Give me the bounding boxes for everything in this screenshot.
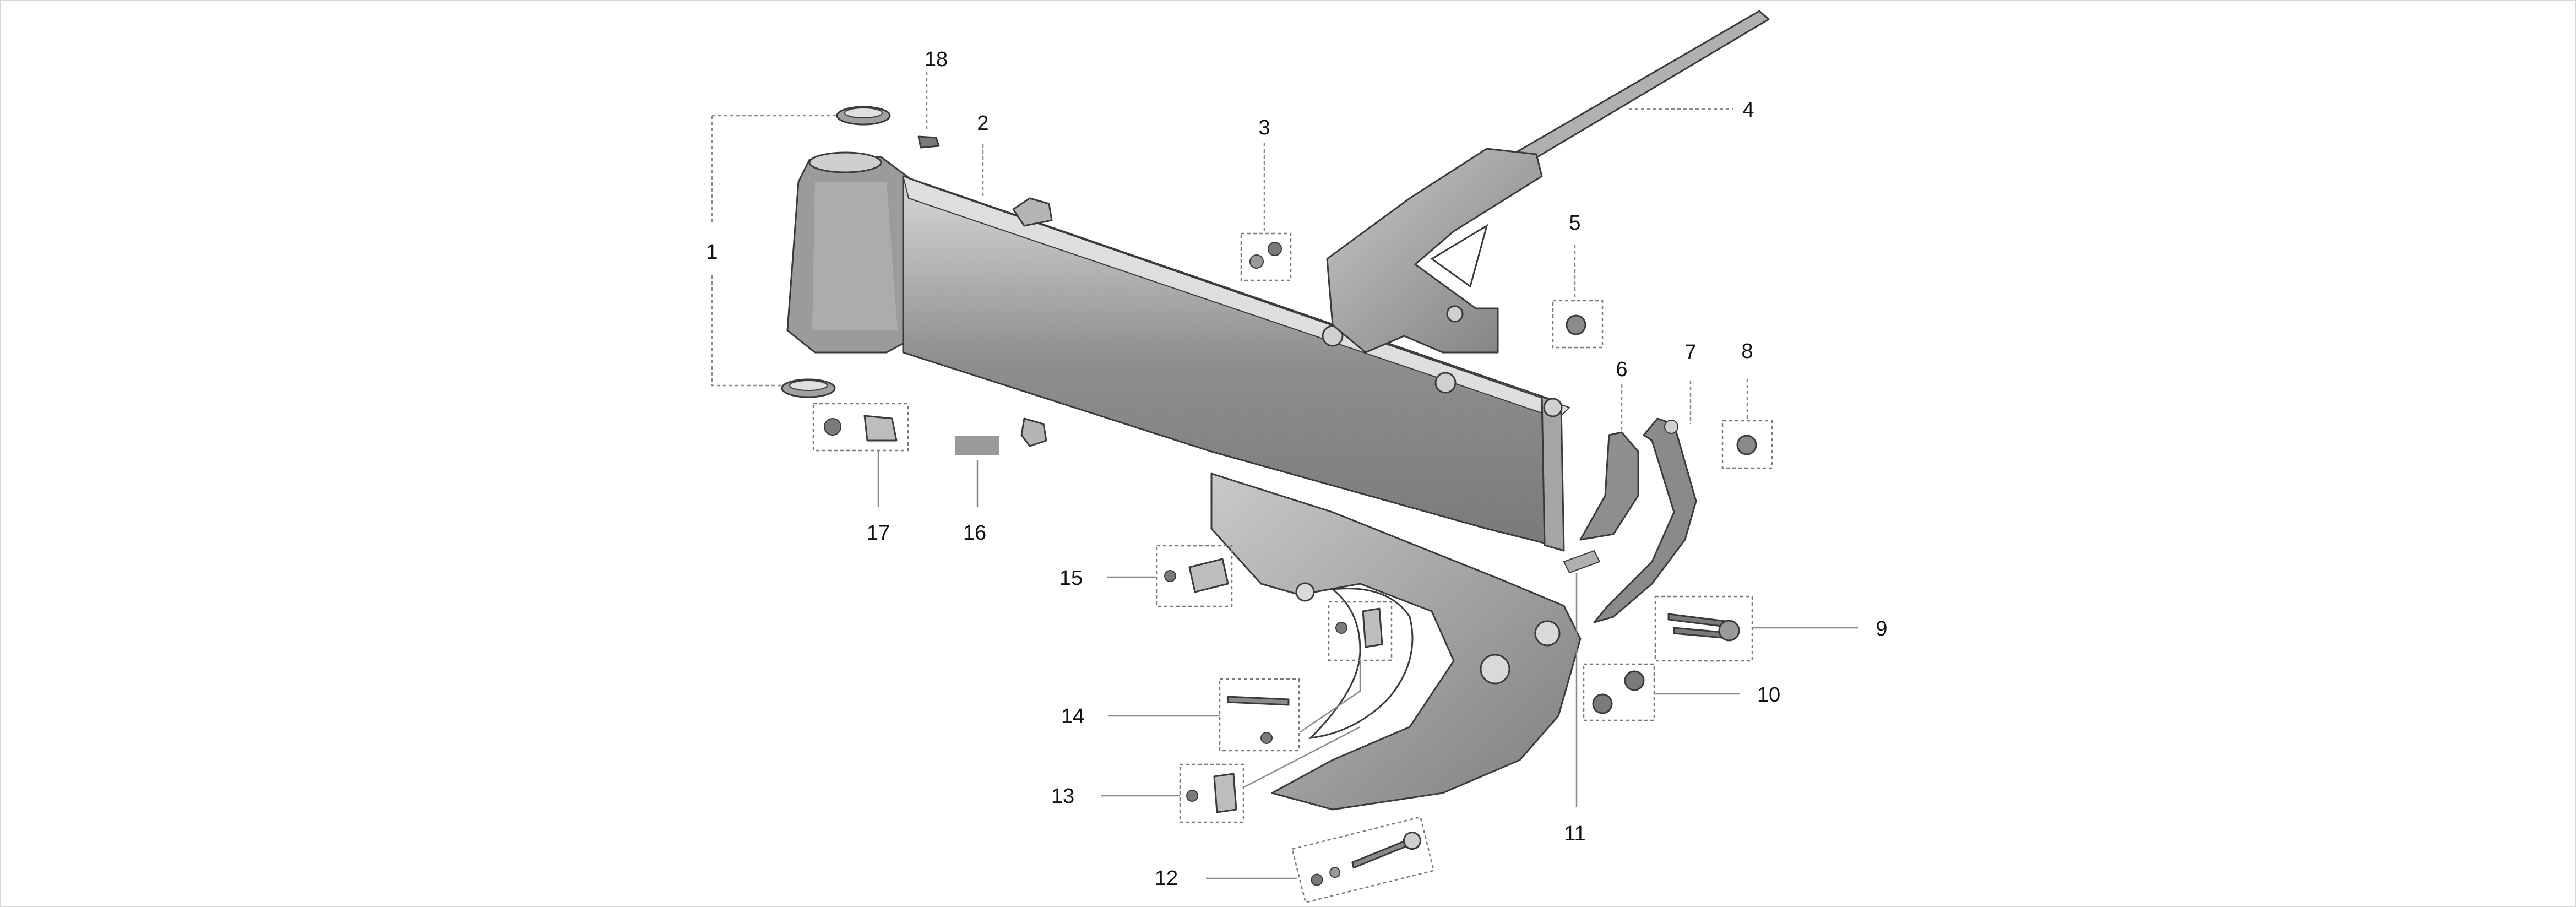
part-8-hardware <box>1721 420 1773 469</box>
part-15-hardware <box>1156 545 1233 607</box>
part-14-screw <box>1260 732 1273 744</box>
part-13-upper-plate <box>1362 607 1383 648</box>
leader-14-link <box>1299 660 1361 734</box>
part-3-bolt <box>1268 242 1282 256</box>
leader-1-bottom <box>711 275 782 387</box>
part-12-nut <box>1311 873 1323 886</box>
label-part-5: 5 <box>1569 211 1580 235</box>
pivot-face <box>812 182 898 330</box>
part-labels: 1 2 3 4 5 6 7 8 9 10 11 12 13 14 15 16 1… <box>706 48 1887 890</box>
part-12-washer <box>1329 867 1341 878</box>
label-part-4: 4 <box>1742 99 1754 122</box>
label-part-10: 10 <box>1757 683 1780 707</box>
part-13-nut <box>1186 790 1198 802</box>
part-7-chain-guide <box>1593 417 1697 623</box>
part-13-plate <box>1213 773 1237 813</box>
beam-ear-top <box>1012 197 1053 227</box>
part-5-box <box>1552 300 1604 349</box>
part-18-grease-fitting <box>917 135 940 149</box>
leader-lines <box>711 72 1858 879</box>
beam-ear-bottom <box>1020 417 1047 447</box>
part-8-washer <box>1736 435 1757 455</box>
part-14-box <box>1219 678 1300 752</box>
part-1-bearing-rings <box>781 106 891 398</box>
label-part-7: 7 <box>1684 341 1696 364</box>
link-arm-body <box>1326 148 1543 354</box>
part-13-upper-hardware <box>1328 601 1393 661</box>
label-part-18: 18 <box>925 48 948 71</box>
label-part-6: 6 <box>1616 358 1627 381</box>
part-13-box <box>1179 763 1244 823</box>
part-17-clip <box>863 415 898 442</box>
part-17-hardware <box>812 403 909 452</box>
part-10-washer-1 <box>1592 693 1613 714</box>
part-13-hardware <box>1179 763 1244 823</box>
label-part-12: 12 <box>1155 867 1178 890</box>
part-12-box <box>1291 816 1435 904</box>
link-arm-bolt <box>1446 305 1464 323</box>
bearing-ring-bottom-bore <box>789 380 828 391</box>
leader-13-link <box>1243 726 1361 789</box>
part-12-eyelet <box>1403 832 1421 850</box>
swingarm-assembly <box>786 151 1582 811</box>
part-10-washer-2 <box>1624 670 1645 691</box>
part-5-washer <box>1566 314 1586 335</box>
part-10-box <box>1583 663 1655 721</box>
part-7-mount-hole <box>1664 420 1678 434</box>
beam-end-cap <box>1541 395 1565 552</box>
part-3-box <box>1240 232 1292 281</box>
part-9-hardware <box>1654 595 1753 662</box>
part-14-hardware <box>1219 678 1300 752</box>
part-3-nut <box>1249 254 1264 269</box>
part-3-hardware <box>1240 232 1292 281</box>
hanger-bolt-1 <box>1480 654 1510 685</box>
part-8-box <box>1721 420 1773 469</box>
beam-bolt-b <box>1434 372 1457 394</box>
label-part-16: 16 <box>963 522 986 545</box>
label-part-1: 1 <box>706 241 718 264</box>
label-part-17: 17 <box>867 522 890 545</box>
link-rod <box>1502 10 1770 172</box>
label-part-14: 14 <box>1061 705 1084 728</box>
part-13-upper-nut <box>1335 622 1347 634</box>
beam-bolt-a <box>1322 325 1344 347</box>
label-part-11: 11 <box>1564 822 1585 845</box>
part-9-nut <box>1718 620 1740 642</box>
beam-top-face <box>902 175 1570 420</box>
part-16-pad <box>955 436 999 455</box>
label-part-13: 13 <box>1051 785 1074 808</box>
part-5-hardware <box>1552 300 1604 349</box>
link-arm-cutout <box>1430 224 1488 288</box>
hanger-bolt-2 <box>1534 620 1561 647</box>
part-11-pad <box>1563 550 1601 574</box>
part-15-bracket <box>1188 558 1229 593</box>
part-17-bolt <box>824 418 841 436</box>
part-15-nut <box>1164 570 1176 582</box>
part-10-hardware <box>1583 663 1655 721</box>
label-part-8: 8 <box>1741 340 1753 363</box>
part-12-hardware <box>1291 816 1435 904</box>
part-15-box <box>1156 545 1233 607</box>
label-part-15: 15 <box>1059 567 1083 590</box>
bearing-ring-top-bore <box>844 107 883 118</box>
label-part-3: 3 <box>1258 116 1270 139</box>
pivot-top-bore <box>808 151 882 173</box>
beam-bolt-c <box>1543 398 1563 417</box>
label-part-9: 9 <box>1876 617 1887 640</box>
part-12-bolt <box>1351 839 1409 869</box>
hanger-bolt-3 <box>1295 582 1315 602</box>
part-4-link-arm <box>1326 10 1770 354</box>
label-part-2: 2 <box>977 112 988 135</box>
part-6-chain-slider <box>1579 431 1639 541</box>
hanger-inner-cut <box>1308 588 1414 740</box>
part-17-box <box>812 403 909 452</box>
part-14-pin <box>1227 696 1290 706</box>
part-9-box <box>1654 595 1753 662</box>
